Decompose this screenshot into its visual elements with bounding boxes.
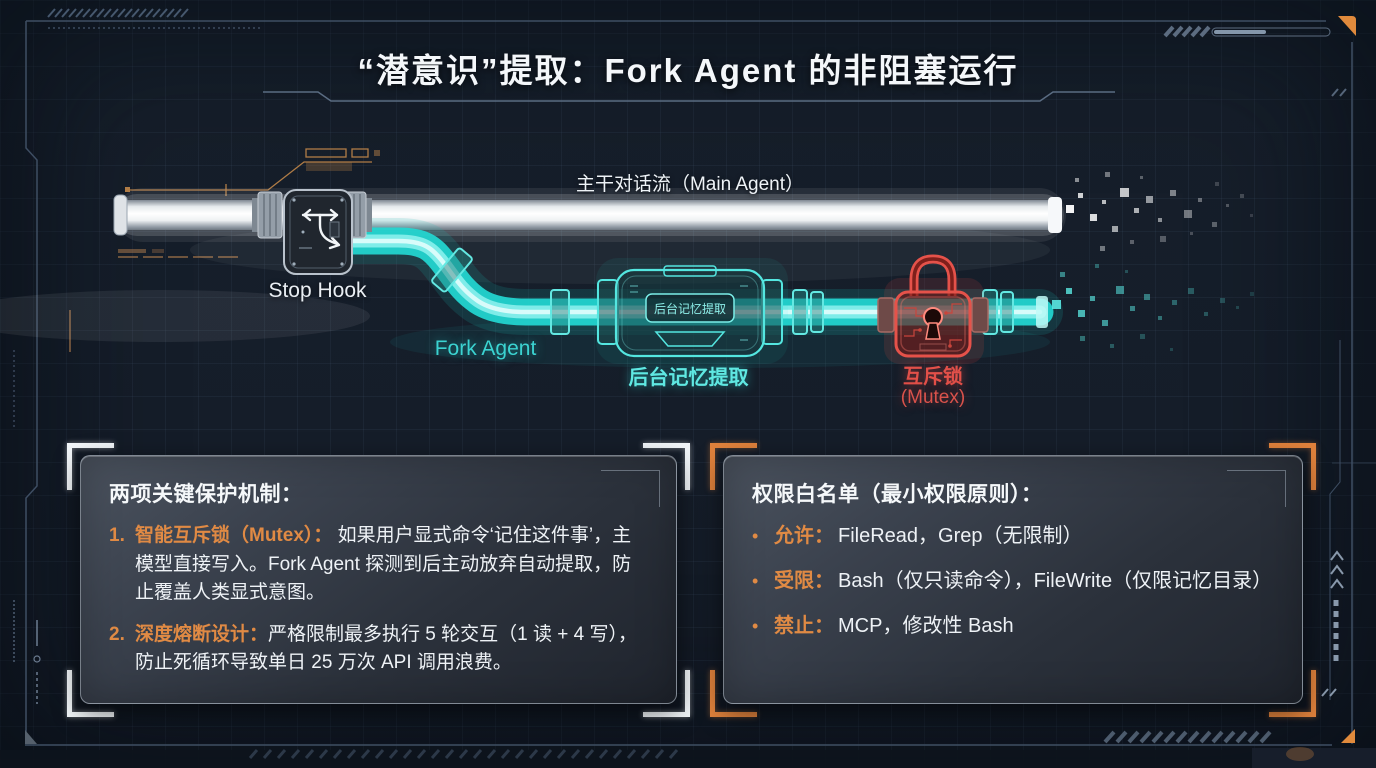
hatch-top-left: [47, 8, 262, 29]
whitelist-panel-title: 权限白名单（最小权限原则）：: [752, 483, 1043, 506]
item-body: 如果用户显式命令‘记住这件事’，主模型直接写入。Fork Agent 探测到后主…: [135, 525, 632, 603]
frame-corner-accents: [25, 16, 1356, 744]
item-body: 严格限制最多执行 5 轮交互（1 读 + 4 写），防止死循环导致单日 25 万…: [135, 623, 637, 674]
panel-corner-deco: [1227, 470, 1286, 507]
protection-list: 1. 智能互斥锁（Mutex）： 如果用户显式命令‘记住这件事’，主模型直接写入…: [109, 522, 648, 678]
frame-decor: [25, 20, 1376, 746]
memory-extractor-label: 后台记忆提取: [628, 367, 749, 389]
whitelist-panel-body: 权限白名单（最小权限原则）： • 允许：FileRead，Grep（无限制） •…: [723, 455, 1303, 704]
list-item: 1. 智能互斥锁（Mutex）： 如果用户显式命令‘记住这件事’，主模型直接写入…: [109, 522, 648, 608]
callout-bottom: [69, 249, 240, 352]
watermark-blur: [1252, 747, 1376, 768]
list-item: • 允许：FileRead，Grep（无限制）: [752, 522, 1274, 550]
main-flow-label: 主干对话流（Main Agent）: [575, 174, 805, 195]
hatch-bottom-right: [1103, 730, 1272, 744]
item-lead: 深度熔断设计：: [135, 623, 269, 645]
bracket-corner: [1269, 443, 1316, 490]
item-body: MCP，修改性 Bash: [838, 615, 1014, 637]
bracket-corner: [67, 443, 114, 490]
whitelist-list: • 允许：FileRead，Grep（无限制） • 受限：Bash（仅只读命令）…: [752, 522, 1274, 640]
stop-hook-label: Stop Hook: [268, 279, 367, 302]
bracket-corner: [1269, 670, 1316, 717]
item-number: 1.: [109, 525, 125, 546]
list-item: • 受限：Bash（仅只读命令），FileWrite（仅限记忆目录）: [752, 567, 1274, 595]
list-item: • 禁止：MCP，修改性 Bash: [752, 612, 1274, 640]
protection-mechanisms-panel: 两项关键保护机制： 1. 智能互斥锁（Mutex）： 如果用户显式命令‘记住这件…: [67, 443, 690, 717]
panel-corner-deco: [601, 470, 660, 507]
item-body: Bash（仅只读命令），FileWrite（仅限记忆目录）: [838, 570, 1273, 592]
fork-pipe-couplings: [431, 247, 1014, 335]
fork-pipe-particles: [1052, 264, 1254, 351]
protection-panel-title: 两项关键保护机制：: [109, 483, 303, 506]
bottom-strip: [0, 750, 1376, 768]
item-category: 允许：: [774, 525, 834, 547]
fork-split-icon: [301, 208, 341, 250]
title-divider: [263, 91, 1115, 102]
bullet-dot: •: [752, 616, 759, 636]
memory-plate-text: 后台记忆提取: [654, 301, 726, 316]
stop-hook-box: [283, 189, 353, 275]
item-category: 禁止：: [774, 615, 834, 637]
item-body: FileRead，Grep（无限制）: [838, 525, 1083, 547]
fork-agent-label: Fork Agent: [434, 337, 537, 360]
item-category: 受限：: [774, 570, 834, 592]
item-lead: 智能互斥锁（Mutex）：: [135, 525, 333, 546]
hatch-bottom-left: [248, 749, 679, 759]
bracket-corner: [710, 670, 757, 717]
memory-extractor: 后台记忆提取: [596, 258, 788, 364]
bullet-dot: •: [752, 571, 759, 591]
page-title: “潜意识”提取：Fork Agent 的非阻塞运行: [357, 52, 1019, 89]
bracket-corner: [643, 443, 690, 490]
list-item: 2. 深度熔断设计：严格限制最多执行 5 轮交互（1 读 + 4 写），防止死循…: [109, 621, 648, 678]
bracket-corner: [67, 670, 114, 717]
bracket-corner: [643, 670, 690, 717]
callout-top: [125, 148, 380, 196]
mutex-lock-icon: [877, 254, 989, 364]
bullet-dot: •: [752, 526, 759, 546]
hatch-top-right: [1163, 25, 1331, 38]
edge-decor: [13, 88, 1347, 704]
item-number: 2.: [109, 623, 125, 645]
main-pipe-particles: [1066, 172, 1253, 251]
mutex-sublabel: (Mutex): [900, 387, 966, 408]
protection-panel-body: 两项关键保护机制： 1. 智能互斥锁（Mutex）： 如果用户显式命令‘记住这件…: [80, 455, 677, 704]
mutex-label: 互斥锁: [903, 366, 963, 388]
bracket-corner: [710, 443, 757, 490]
permission-whitelist-panel: 权限白名单（最小权限原则）： • 允许：FileRead，Grep（无限制） •…: [710, 443, 1316, 717]
